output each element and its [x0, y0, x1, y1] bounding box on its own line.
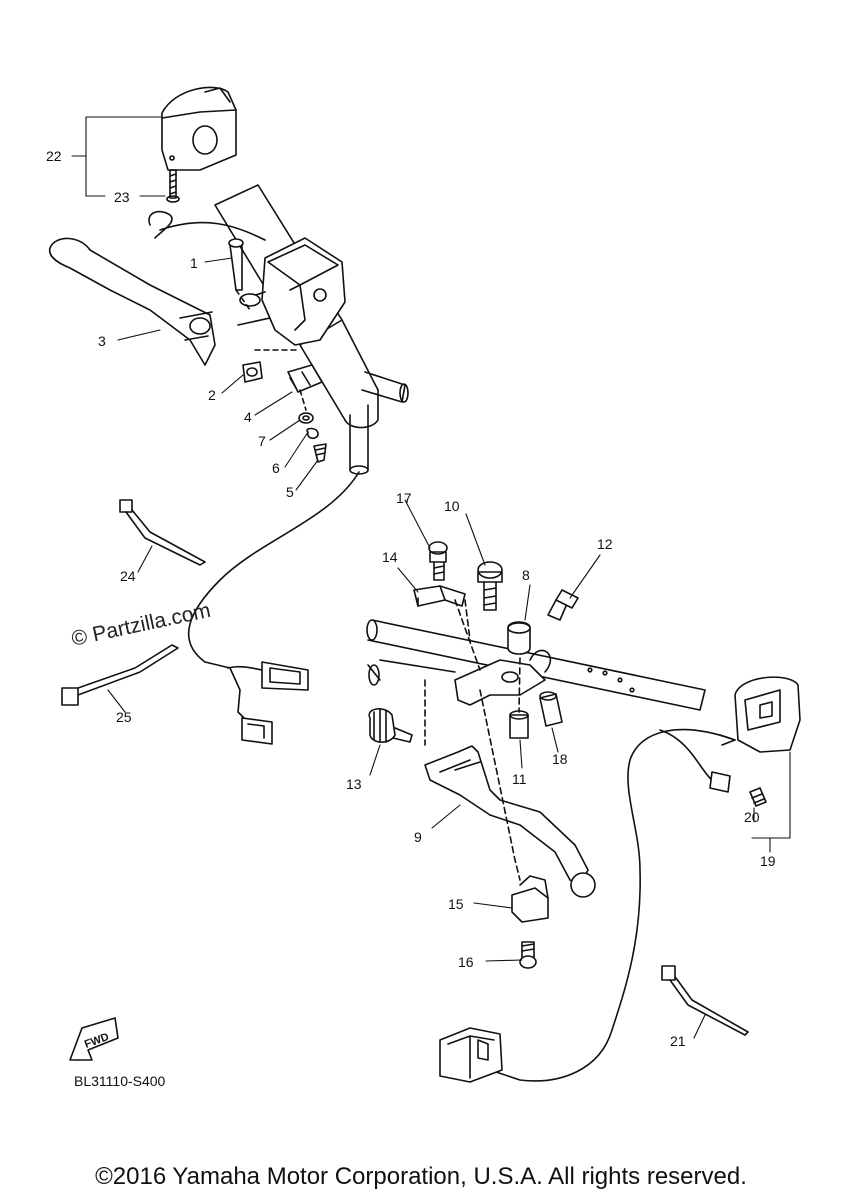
part-label-5: 5	[286, 484, 294, 500]
part-label-24: 24	[120, 568, 136, 584]
screw-20	[749, 787, 767, 807]
connector-block-left	[204, 661, 309, 745]
connector-small-right	[709, 771, 731, 793]
switch-housing-19	[719, 676, 801, 753]
part-label-1: 1	[190, 255, 198, 271]
washer-7	[298, 412, 314, 424]
lower-handlebar-tube	[366, 619, 706, 711]
bolt-12	[547, 589, 579, 621]
diagram-code: BL31110-S400	[74, 1073, 166, 1089]
part-label-2: 2	[208, 387, 216, 403]
cable-tie-24	[119, 499, 206, 566]
part-label-11: 11	[512, 771, 527, 787]
collar-18	[539, 691, 563, 727]
switch-4	[287, 364, 323, 393]
fwd-arrow-icon: FWD	[69, 1017, 119, 1061]
lever-holder	[454, 649, 552, 706]
part-label-17: 17	[396, 490, 412, 506]
part-label-6: 6	[272, 460, 280, 476]
nut-11	[509, 710, 529, 739]
lock-washer-6	[306, 427, 319, 440]
cable-tie-25	[61, 644, 179, 706]
part-label-7: 7	[258, 433, 266, 449]
part-label-19: 19	[760, 853, 776, 869]
part-label-21: 21	[670, 1033, 686, 1049]
part-label-23: 23	[114, 189, 130, 205]
switch-housing-22	[161, 86, 237, 171]
part-label-12: 12	[597, 536, 613, 552]
collar-8	[507, 621, 531, 655]
part-label-4: 4	[244, 409, 252, 425]
part-label-25: 25	[116, 709, 132, 725]
bolt-10	[477, 561, 503, 611]
part-label-18: 18	[552, 751, 568, 767]
screw-5	[313, 443, 327, 463]
master-cylinder	[237, 237, 346, 346]
connector-block-bottom	[439, 1027, 503, 1083]
screw-23	[166, 169, 180, 203]
part-label-9: 9	[414, 829, 422, 845]
wire-clip	[148, 210, 266, 241]
copyright-notice: ©2016 Yamaha Motor Corporation, U.S.A. A…	[95, 1163, 747, 1190]
bolt-1	[228, 238, 244, 291]
assembly-line-lower	[424, 599, 521, 881]
adjuster-13	[368, 708, 413, 743]
nut-2	[242, 361, 263, 383]
leader-lines	[71, 116, 791, 1039]
part-label-22: 22	[46, 148, 62, 164]
lever-3	[48, 237, 216, 366]
cable-tie-21	[661, 965, 749, 1036]
part-label-8: 8	[522, 567, 530, 583]
assembly-line-upper	[235, 289, 307, 411]
screw-17	[428, 541, 448, 581]
part-label-3: 3	[98, 333, 106, 349]
switch-15	[511, 875, 549, 923]
part-label-16: 16	[458, 954, 474, 970]
wire-harness-upper	[187, 471, 360, 663]
part-label-15: 15	[448, 896, 464, 912]
screw-16	[519, 941, 537, 969]
part-label-14: 14	[382, 549, 398, 565]
lever-9	[424, 745, 596, 898]
part-label-20: 20	[744, 809, 760, 825]
bracket-14	[413, 585, 466, 607]
part-label-10: 10	[444, 498, 460, 514]
wire-harness-right	[489, 728, 736, 1082]
part-label-13: 13	[346, 776, 362, 792]
